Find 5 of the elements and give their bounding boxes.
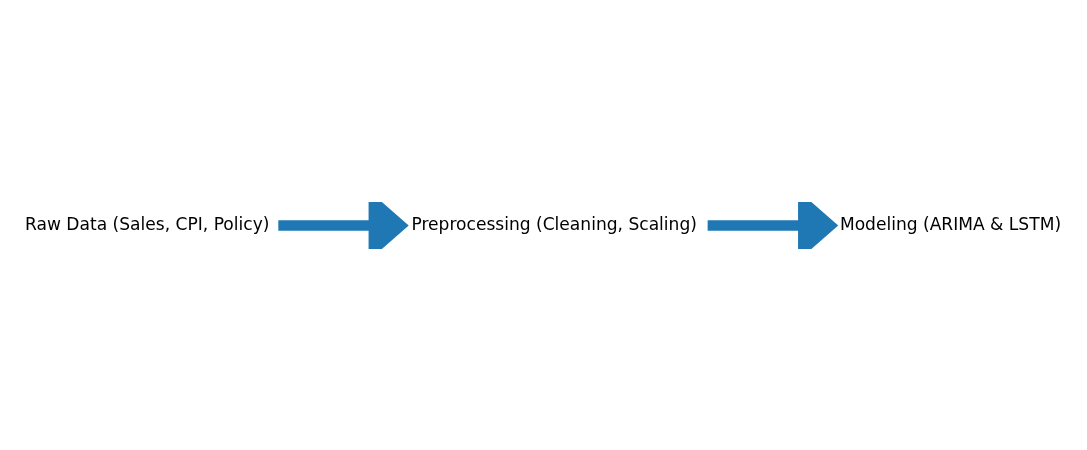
arrow xyxy=(707,201,839,249)
node-text: Raw Data (Sales, CPI, Policy) xyxy=(24,213,270,234)
node-text: Modeling (ARIMA & LSTM) xyxy=(839,213,1062,234)
node-text: Preprocessing (Cleaning, Scaling) xyxy=(411,213,697,234)
arrow xyxy=(278,201,409,249)
